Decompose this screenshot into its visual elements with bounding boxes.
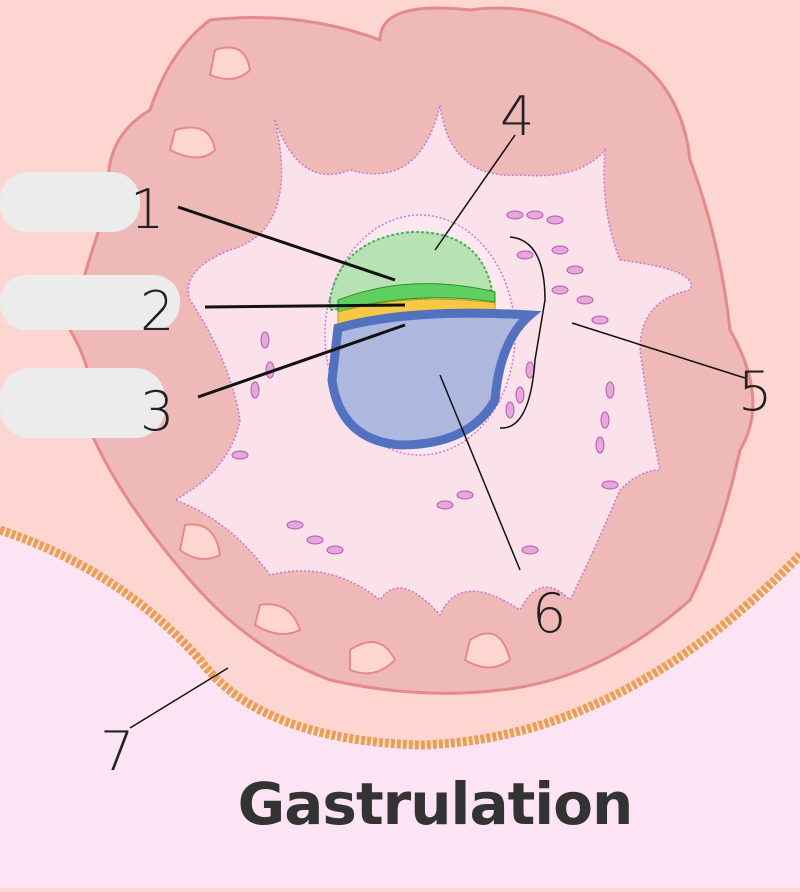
mesenchyme-cells <box>231 210 619 555</box>
label-arrows <box>129 134 746 729</box>
lower-tissue <box>0 530 800 888</box>
glands <box>168 46 512 675</box>
label-masks <box>0 172 180 438</box>
label-1: 1 <box>130 178 164 241</box>
epithelium-layer <box>0 525 800 750</box>
bracket <box>499 236 546 429</box>
diagram-title: Gastrulation <box>237 770 634 838</box>
label-5: 5 <box>738 360 772 423</box>
yolk-sac-endoderm <box>327 308 542 450</box>
ectoderm <box>337 283 496 313</box>
label-7: 7 <box>100 720 134 783</box>
label-6: 6 <box>532 582 566 645</box>
label-4: 4 <box>500 85 534 148</box>
label-3: 3 <box>140 380 174 443</box>
label-2: 2 <box>140 280 174 343</box>
